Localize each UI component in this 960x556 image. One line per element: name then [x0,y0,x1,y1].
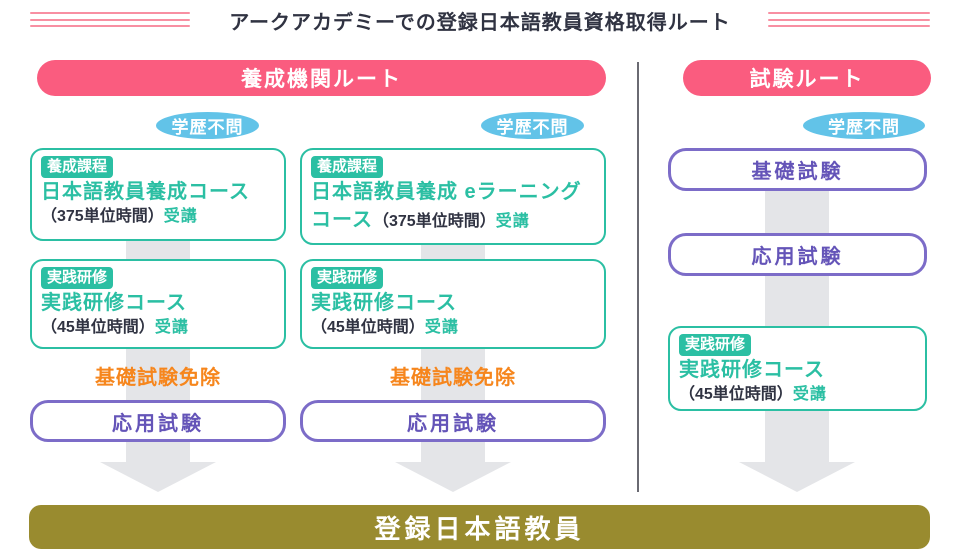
course-action: 受講 [163,207,198,225]
elearning-course-box: 養成課程 日本語教員養成 eラーニング コース（375単位時間）受講 [300,148,606,245]
practice-course-box: 実践研修 実践研修コース （45単位時間）受講 [30,259,286,349]
course-detail: （45単位時間）受講 [41,318,275,339]
arrow-shaft [126,441,190,463]
arrow-head [739,462,855,492]
course-action: 受講 [792,385,827,403]
arrow-shaft [421,244,485,260]
arrow-head [395,462,511,492]
course-name: 実践研修コース [679,359,825,382]
course-action: 受講 [424,318,459,336]
arrow-shaft [421,441,485,463]
course-name: 実践研修コース [41,292,187,315]
arrow-shaft [765,409,829,463]
course-detail: （375単位時間）受講 [41,207,275,228]
arrow-head [100,462,216,492]
course-category-tag: 養成課程 [311,156,384,179]
arrow-shaft [765,189,829,234]
section-divider [637,62,639,492]
course-name: 日本語教員養成コース [41,181,250,204]
basic-exam-box: 基礎試験 [668,148,927,191]
practice-course-box: 実践研修 実践研修コース （45単位時間）受講 [668,326,927,411]
decorative-lines-left [30,12,190,27]
basic-exam-exemption-label: 基礎試験免除 [390,367,516,389]
no-education-requirement-badge: 学歴不問 [481,112,584,139]
arrow-shaft [765,274,829,327]
registered-teacher-footer: 登録日本語教員 [29,505,930,549]
course-hours: （45単位時間） [679,385,793,403]
course-hours: （375単位時間） [373,212,496,230]
course-detail: コース（375単位時間）受講 [311,207,595,233]
arrow-shaft [126,240,190,260]
practice-course-box: 実践研修 実践研修コース （45単位時間）受講 [300,259,606,349]
course-action: 受講 [495,212,530,230]
applied-exam-box: 応用試験 [300,400,606,442]
applied-exam-box: 応用試験 [668,233,927,276]
page-title: アークアカデミーでの登録日本語教員資格取得ルート [229,12,731,34]
arrow-shaft [421,348,485,401]
no-education-requirement-badge: 学歴不問 [156,112,259,139]
exam-route-header: 試験ルート [683,60,931,96]
course-name: 日本語教員養成 eラーニング [311,181,582,204]
course-category-tag: 実践研修 [679,334,752,357]
training-route-header: 養成機関ルート [37,60,606,96]
course-category-tag: 実践研修 [41,267,114,290]
course-name-continued: コース [311,208,373,231]
decorative-lines-right [768,12,930,27]
course-action: 受講 [154,318,189,336]
course-name: 実践研修コース [311,292,457,315]
course-detail: （45単位時間）受講 [679,385,916,406]
arrow-shaft [126,348,190,401]
course-hours: （45単位時間） [41,318,155,336]
basic-exam-exemption-label: 基礎試験免除 [95,367,221,389]
course-category-tag: 養成課程 [41,156,114,179]
no-education-requirement-badge: 学歴不問 [803,112,925,139]
applied-exam-box: 応用試験 [30,400,286,442]
course-category-tag: 実践研修 [311,267,384,290]
course-detail: （45単位時間）受講 [311,318,595,339]
course-hours: （375単位時間） [41,207,164,225]
course-hours: （45単位時間） [311,318,425,336]
training-course-box: 養成課程 日本語教員養成コース （375単位時間）受講 [30,148,286,241]
